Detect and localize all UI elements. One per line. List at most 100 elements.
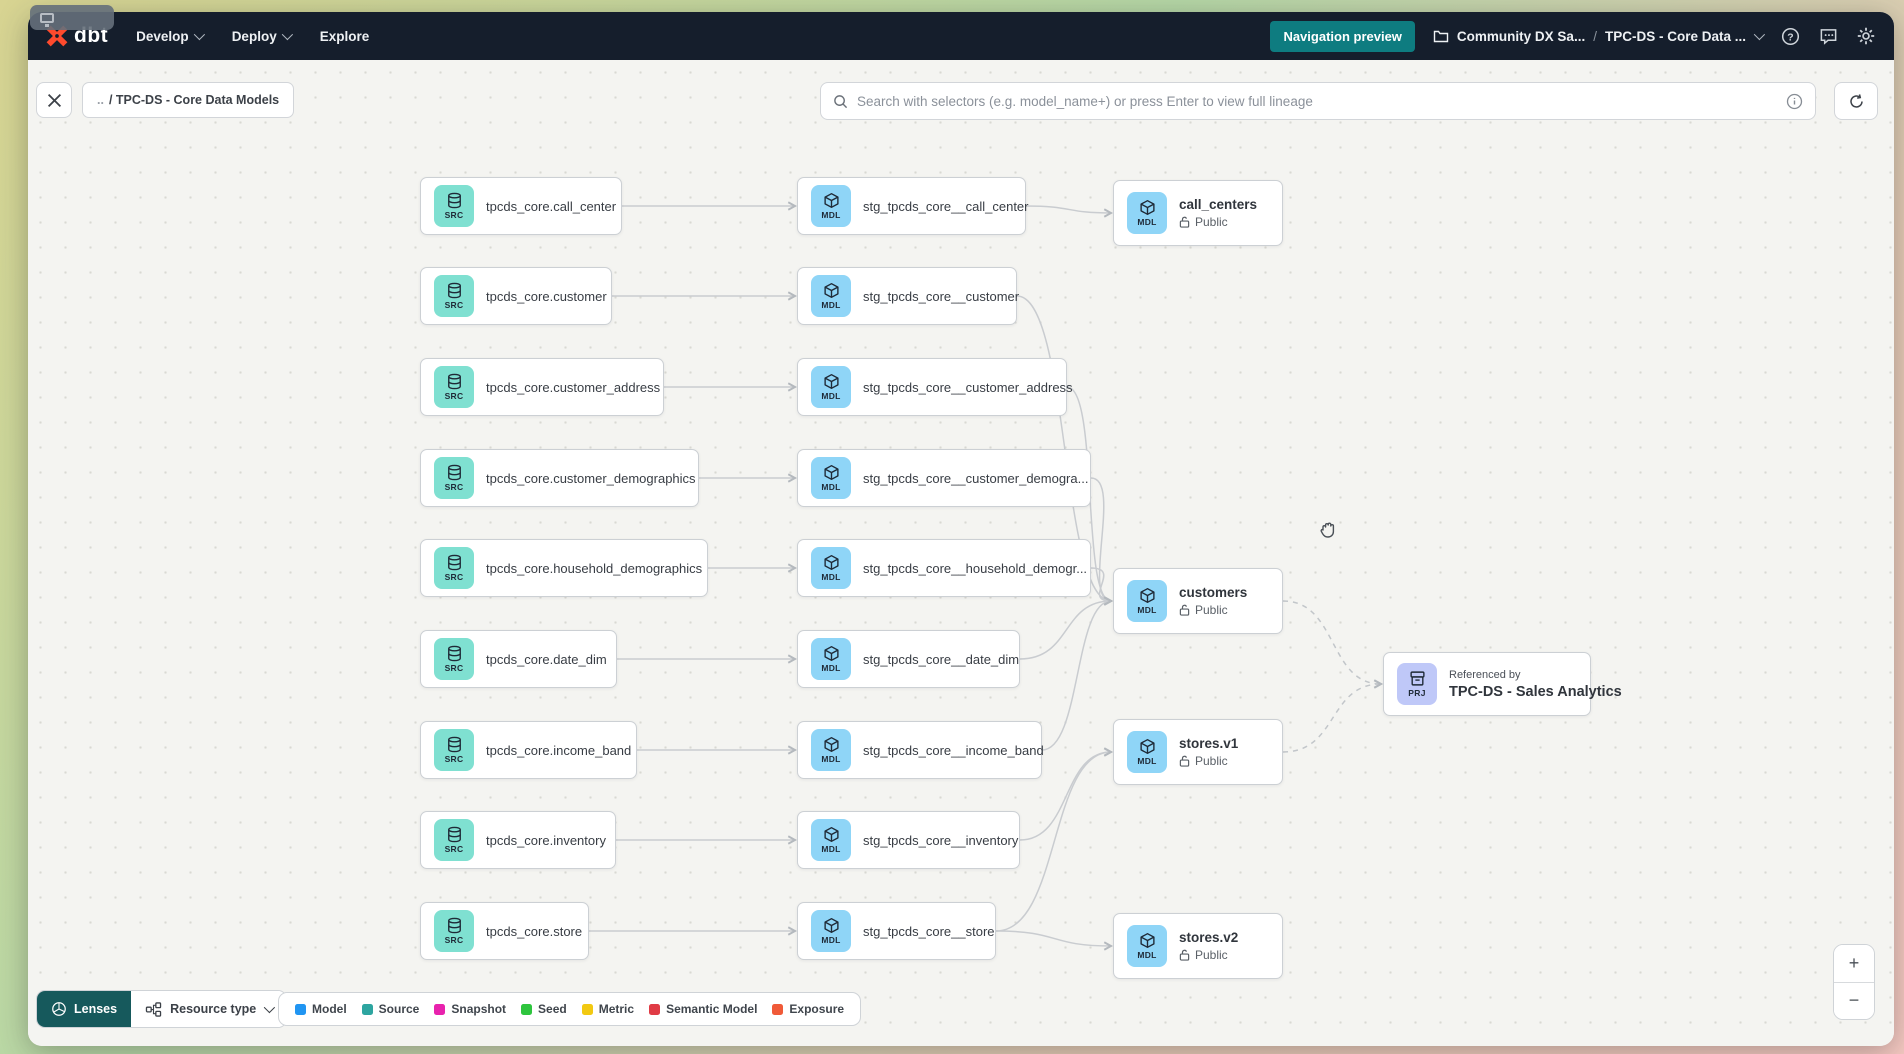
info-icon[interactable] — [1786, 93, 1803, 110]
cube-icon: MDL — [811, 185, 851, 227]
node-label: stg_tpcds_core__store — [863, 923, 995, 939]
lineage-edge — [1090, 567, 1114, 606]
lineage-edge — [1090, 477, 1114, 606]
refresh-lineage-button[interactable] — [1834, 82, 1878, 120]
lineage-edge — [1025, 205, 1114, 218]
search-input[interactable] — [857, 93, 1777, 109]
breadcrumb-path: / TPC-DS - Core Data Models — [108, 93, 280, 107]
node-title: stores.v1 — [1179, 736, 1239, 751]
node-label: tpcds_core.store — [486, 923, 583, 939]
cube-icon: MDL — [1127, 192, 1167, 234]
settings-gear-icon[interactable] — [1856, 26, 1876, 46]
grab-cursor-icon — [1320, 522, 1335, 538]
chevron-down-icon — [193, 28, 205, 41]
node-label: tpcds_core.customer_address — [486, 379, 661, 395]
lineage-edge — [1041, 596, 1114, 751]
node-label: stg_tpcds_core__customer — [863, 288, 1020, 304]
database-icon: SRC — [434, 910, 474, 952]
lineage-breadcrumb[interactable]: .. / TPC-DS - Core Data Models — [82, 82, 295, 118]
menu-item-deploy[interactable]: Deploy — [231, 28, 293, 44]
database-icon: SRC — [434, 457, 474, 499]
graph-node-tpcds-core-customer[interactable]: SRC tpcds_core.customer — [420, 267, 612, 325]
node-label: tpcds_core.household_demographics — [486, 560, 703, 576]
chevron-down-icon — [264, 1001, 276, 1014]
box-icon: PRJ — [1397, 663, 1437, 705]
lenses-button[interactable]: Lenses — [37, 991, 132, 1027]
node-label: stg_tpcds_core__call_center — [863, 198, 1029, 214]
node-pretitle: Referenced by — [1449, 668, 1521, 681]
dbt-logo-icon — [46, 25, 68, 47]
zoom-out-button[interactable]: − — [1834, 982, 1874, 1019]
cube-icon: MDL — [1127, 580, 1167, 622]
legend-label: Model — [312, 1002, 347, 1016]
zoom-in-button[interactable]: + — [1834, 945, 1874, 982]
cube-icon: MDL — [811, 275, 851, 317]
graph-node-tpcds-core-store[interactable]: SRC tpcds_core.store — [420, 902, 589, 960]
graph-node-tpcds-core-call-center[interactable]: SRC tpcds_core.call_center — [420, 177, 622, 235]
account-breadcrumb[interactable]: Community DX Sa... / TPC-DS - Core Data … — [1433, 28, 1766, 44]
graph-node-stg-tpcds-core-household-demogr-[interactable]: MDL stg_tpcds_core__household_demogr... — [797, 539, 1091, 597]
cube-icon: MDL — [811, 547, 851, 589]
legend-swatch — [521, 1003, 533, 1015]
cube-icon: MDL — [1127, 925, 1167, 967]
lineage-edge — [1019, 596, 1114, 660]
resource-type-label: Resource type — [170, 1002, 257, 1016]
lenses-label: Lenses — [74, 1002, 118, 1016]
breadcrumb-up: .. — [97, 93, 104, 107]
lineage-search-bar — [820, 82, 1816, 120]
graph-node-stg-tpcds-core-call-center[interactable]: MDL stg_tpcds_core__call_center — [797, 177, 1029, 235]
resource-type-dropdown[interactable]: Resource type — [131, 991, 287, 1027]
help-icon[interactable]: ? — [1780, 26, 1800, 46]
legend-label: Seed — [538, 1002, 567, 1016]
legend-item-exposure: Exposure — [772, 1002, 844, 1016]
menu-item-explore[interactable]: Explore — [320, 29, 370, 44]
lenses-icon — [52, 1002, 66, 1016]
legend-item-source: Source — [361, 1002, 419, 1016]
screen-cast-tab — [30, 5, 114, 30]
database-icon: SRC — [434, 185, 474, 227]
node-access: Public — [1179, 215, 1257, 229]
crumb-separator: / — [1593, 28, 1597, 44]
screen-icon — [40, 12, 54, 27]
graph-node-stg-tpcds-core-customer[interactable]: MDL stg_tpcds_core__customer — [797, 267, 1020, 325]
node-title: customers — [1179, 585, 1248, 600]
legend-label: Metric — [598, 1002, 635, 1016]
menu-item-label: Deploy — [231, 28, 277, 44]
legend-item-model: Model — [295, 1002, 347, 1016]
divider — [1834, 981, 1874, 983]
cube-icon: MDL — [811, 457, 851, 499]
node-label: stg_tpcds_core__household_demogr... — [863, 560, 1088, 576]
node-label: tpcds_core.income_band — [486, 742, 632, 758]
navigation-preview-button[interactable]: Navigation preview — [1270, 20, 1415, 52]
menu-item-develop[interactable]: Develop — [136, 28, 205, 44]
cube-icon: MDL — [811, 729, 851, 771]
close-lineage-button[interactable] — [36, 82, 72, 118]
feedback-icon[interactable] — [1818, 26, 1838, 46]
node-label: tpcds_core.customer — [486, 288, 607, 304]
account-name: Community DX Sa... — [1456, 28, 1586, 44]
node-access: Public — [1179, 948, 1238, 962]
node-label: tpcds_core.call_center — [486, 198, 617, 214]
database-icon: SRC — [434, 275, 474, 317]
lineage-edge — [995, 930, 1114, 951]
node-access: Public — [1179, 754, 1238, 768]
